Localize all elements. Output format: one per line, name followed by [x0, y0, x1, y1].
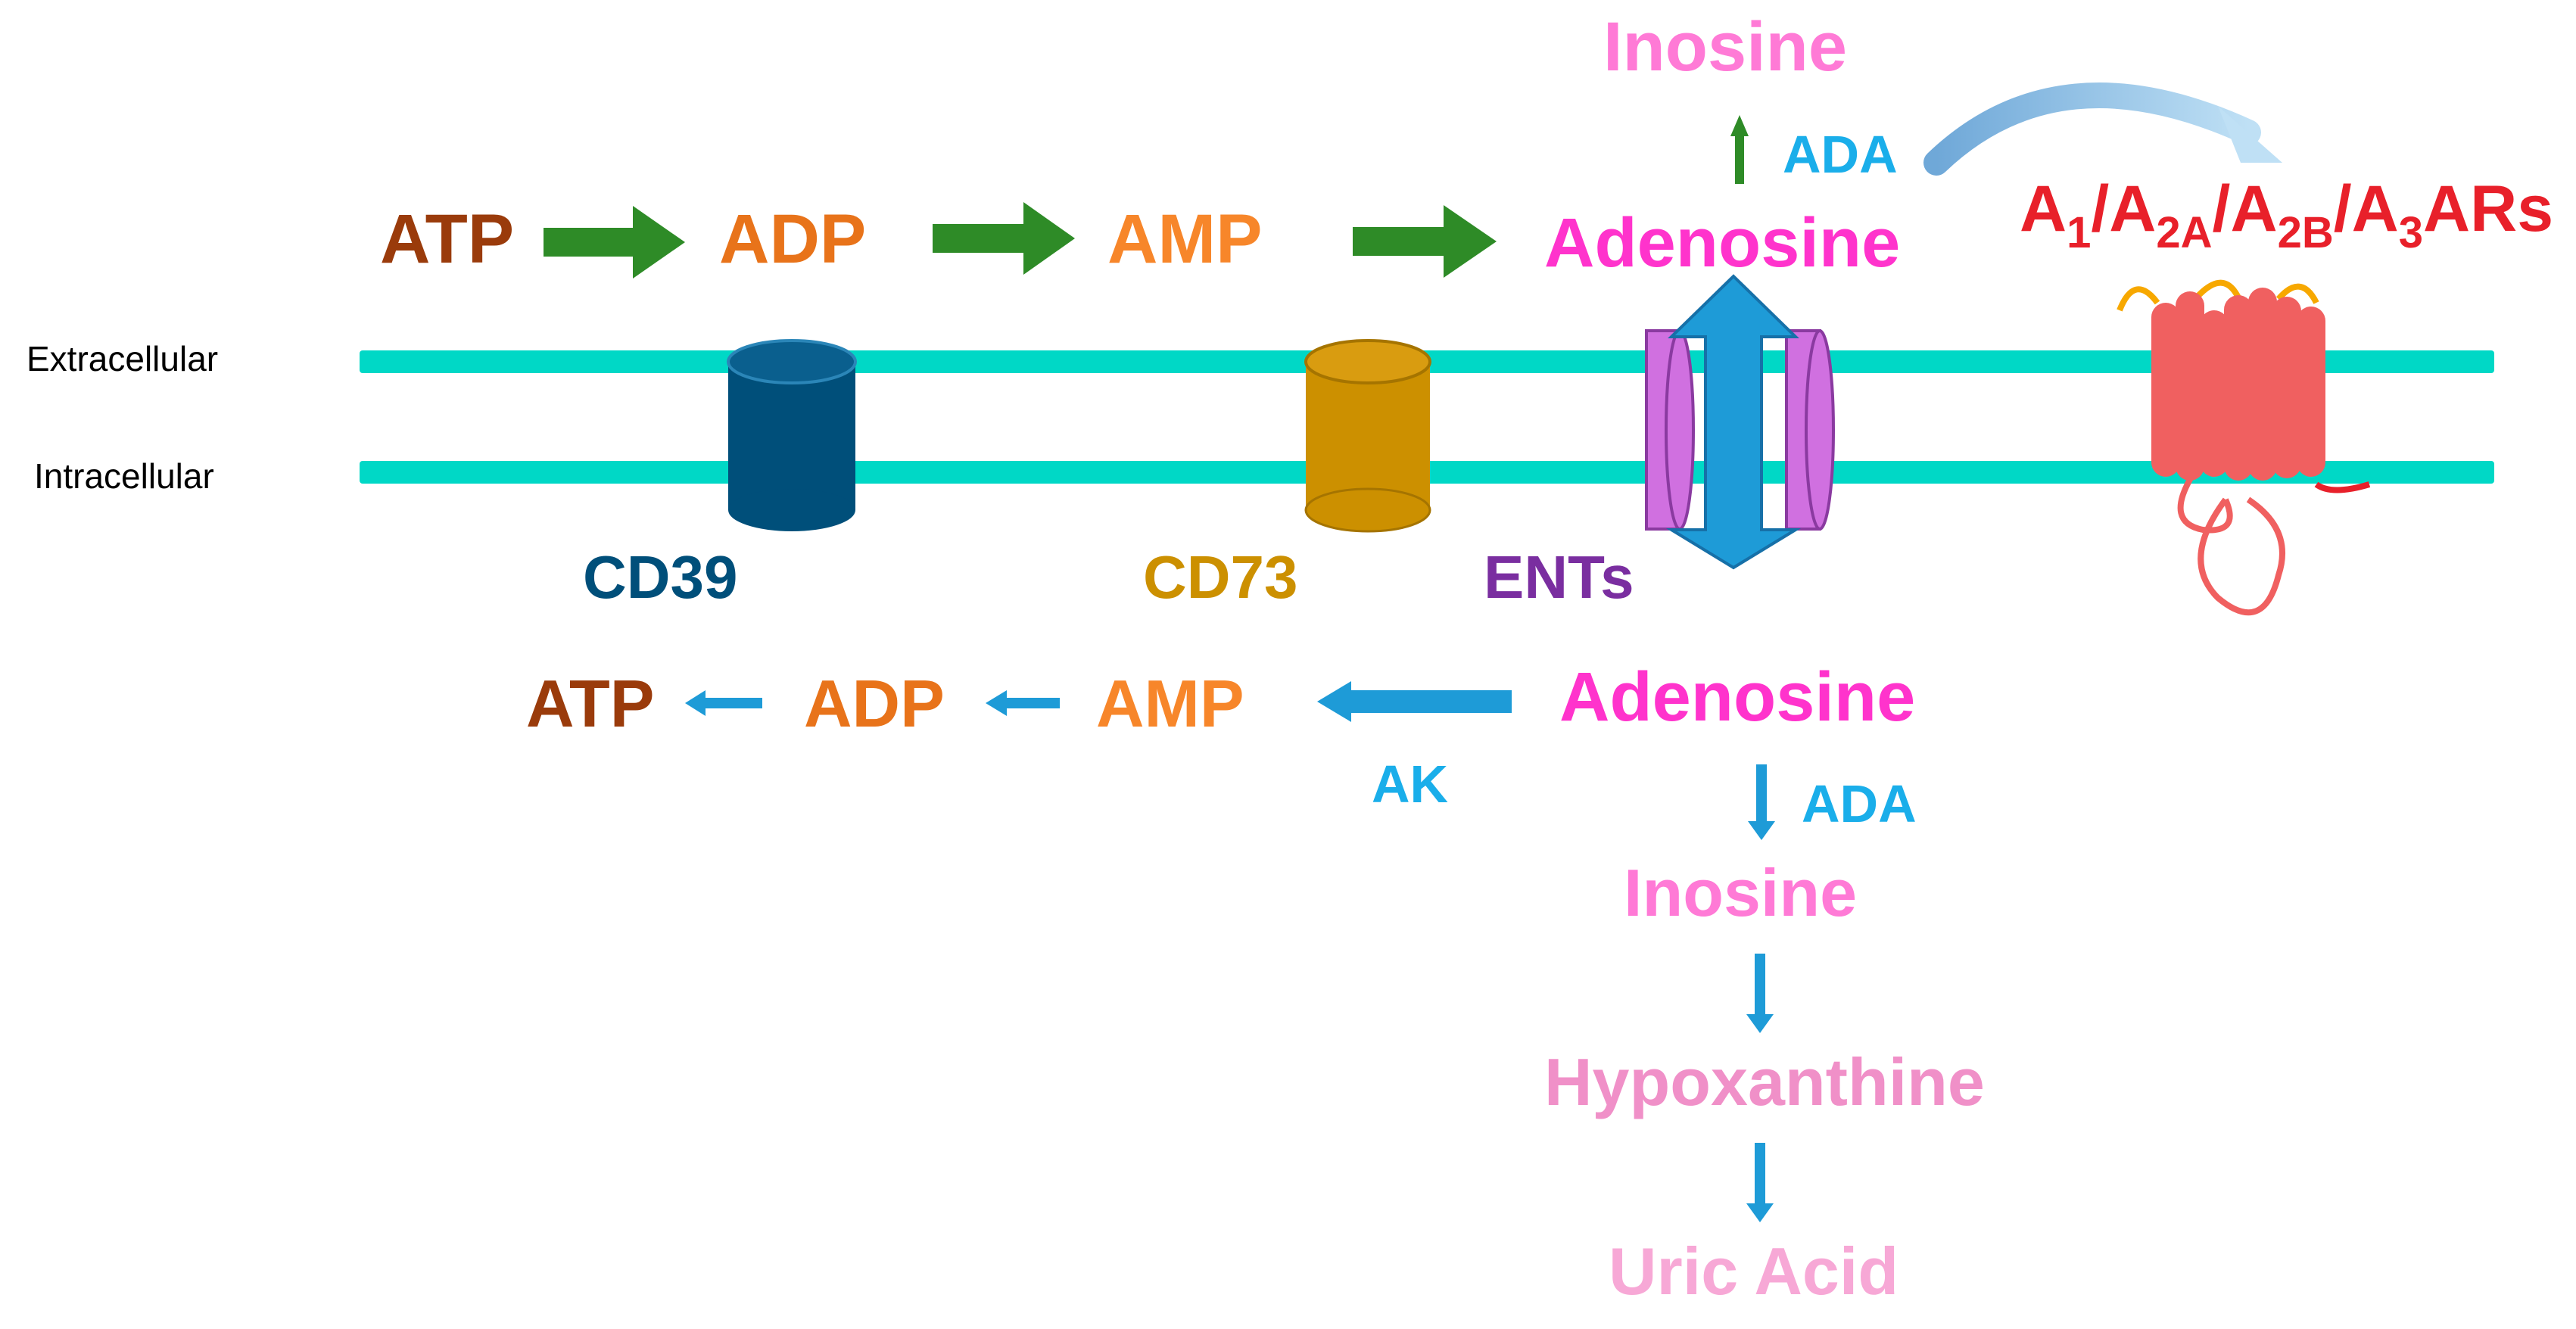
down-arrow-icon — [1748, 764, 1775, 840]
ext-ada-label: ADA — [1783, 125, 1898, 184]
int-adp-label: ADP — [804, 666, 945, 741]
curved-arrow-icon — [1923, 82, 2282, 176]
cd73-label: CD73 — [1143, 543, 1298, 611]
cd73-channel-icon — [1304, 339, 1431, 533]
down-arrow-icon — [1746, 954, 1774, 1033]
ext-atp-label: ATP — [380, 201, 514, 278]
int-amp-label: AMP — [1096, 666, 1244, 741]
int-ada-label: ADA — [1802, 774, 1917, 833]
int-atp-label: ATP — [526, 666, 654, 741]
down-arrow-icon — [1746, 1143, 1774, 1222]
int-hypoxanthine-label: Hypoxanthine — [1544, 1044, 1985, 1119]
left-arrow-icon — [685, 690, 762, 716]
ext-amp-label: AMP — [1107, 201, 1262, 278]
up-arrow-icon — [1730, 115, 1749, 184]
ext-adp-label: ADP — [719, 201, 866, 278]
bidirectional-arrow-icon — [1665, 274, 1802, 570]
ent-channel-icon — [1645, 329, 1835, 531]
int-uric-acid-label: Uric Acid — [1609, 1234, 1899, 1309]
int-adenosine-label: Adenosine — [1559, 658, 1915, 736]
intracellular-label: Intracellular — [34, 456, 214, 496]
cd39-label: CD39 — [583, 543, 738, 611]
left-arrow-icon — [986, 690, 1060, 716]
cd39-channel-icon — [727, 339, 857, 531]
ents-label: ENTs — [1484, 543, 1634, 611]
extracellular-label: Extracellular — [26, 339, 218, 378]
green-arrow-icon — [1353, 205, 1497, 278]
green-arrow-icon — [933, 202, 1075, 275]
ext-inosine-label: Inosine — [1603, 8, 1847, 86]
int-ak-label: AK — [1372, 755, 1448, 814]
ext-adenosine-label: Adenosine — [1544, 204, 1900, 282]
int-inosine-label: Inosine — [1624, 855, 1857, 930]
receptor-label: A1/A2A/A2B/A3ARs — [2020, 173, 2553, 257]
green-arrow-icon — [544, 206, 685, 279]
adenosine-receptor-icon — [2117, 279, 2371, 616]
left-arrow-icon — [1317, 681, 1512, 722]
